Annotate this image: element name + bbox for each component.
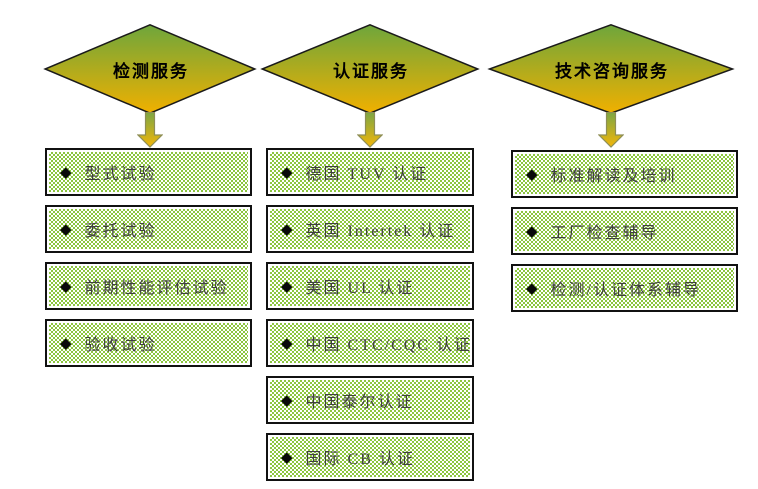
list-item: ◆ 工厂检查辅导 (511, 207, 738, 255)
diamond-bullet-icon: ◆ (281, 162, 293, 181)
list-item: ◆ 英国 Intertek 认证 (266, 205, 474, 253)
diamond-title: 检测服务 (113, 61, 189, 81)
list-item: ◆ 国际 CB 认证 (266, 433, 474, 481)
list-item-label: 国际 CB 认证 (305, 451, 415, 468)
list-item: ◆ 德国 TUV 认证 (266, 148, 474, 196)
list-item: ◆ 型式试验 (45, 148, 252, 196)
diamond-bullet-icon: ◆ (60, 333, 72, 352)
diamond-bullet-icon: ◆ (526, 164, 538, 183)
down-arrow-icon (137, 112, 163, 148)
diamond-bullet-icon: ◆ (281, 390, 293, 409)
diamond-bullet-icon: ◆ (281, 333, 293, 352)
diamond-header-consulting: 技术咨询服务 (487, 23, 735, 115)
list-item: ◆ 检测/认证体系辅导 (511, 264, 738, 312)
list-item: ◆ 中国泰尔认证 (266, 376, 474, 424)
diamond-bullet-icon: ◆ (60, 162, 72, 181)
list-item: ◆ 中国 CTC/CQC 认证 (266, 319, 474, 367)
certification-items-list: ◆ 德国 TUV 认证 ◆ 英国 Intertek 认证 ◆ 美国 UL 认证 … (266, 148, 474, 481)
list-item: ◆ 前期性能评估试验 (45, 262, 252, 310)
list-item-label: 工厂检查辅导 (550, 225, 659, 242)
diamond-bullet-icon: ◆ (60, 276, 72, 295)
diamond-header-testing: 检测服务 (43, 23, 257, 115)
diamond-bullet-icon: ◆ (281, 276, 293, 295)
list-item-label: 前期性能评估试验 (84, 280, 229, 297)
diamond-title: 技术咨询服务 (555, 61, 669, 81)
diamond-bullet-icon: ◆ (526, 221, 538, 240)
diamond-bullet-icon: ◆ (526, 278, 538, 297)
diamond-bullet-icon: ◆ (281, 219, 293, 238)
list-item-label: 德国 TUV 认证 (305, 166, 429, 183)
diamond-bullet-icon: ◆ (281, 447, 293, 466)
list-item-label: 英国 Intertek 认证 (305, 223, 456, 240)
diamond-header-certification: 认证服务 (260, 23, 480, 115)
list-item-label: 中国 CTC/CQC 认证 (305, 337, 473, 354)
list-item-label: 中国泰尔认证 (305, 394, 414, 411)
down-arrow-icon (357, 112, 383, 148)
list-item-label: 型式试验 (84, 166, 157, 183)
list-item: ◆ 标准解读及培训 (511, 150, 738, 198)
list-item: ◆ 美国 UL 认证 (266, 262, 474, 310)
list-item-label: 标准解读及培训 (550, 168, 677, 185)
list-item: ◆ 委托试验 (45, 205, 252, 253)
testing-items-list: ◆ 型式试验 ◆ 委托试验 ◆ 前期性能评估试验 ◆ 验收试验 (45, 148, 252, 367)
list-item-label: 检测/认证体系辅导 (550, 282, 701, 299)
down-arrow-icon (598, 112, 624, 148)
list-item-label: 委托试验 (84, 223, 157, 240)
list-item-label: 验收试验 (84, 337, 157, 354)
diamond-title: 认证服务 (333, 61, 409, 81)
consulting-items-list: ◆ 标准解读及培训 ◆ 工厂检查辅导 ◆ 检测/认证体系辅导 (511, 150, 738, 312)
list-item: ◆ 验收试验 (45, 319, 252, 367)
list-item-label: 美国 UL 认证 (305, 280, 415, 297)
diamond-bullet-icon: ◆ (60, 219, 72, 238)
